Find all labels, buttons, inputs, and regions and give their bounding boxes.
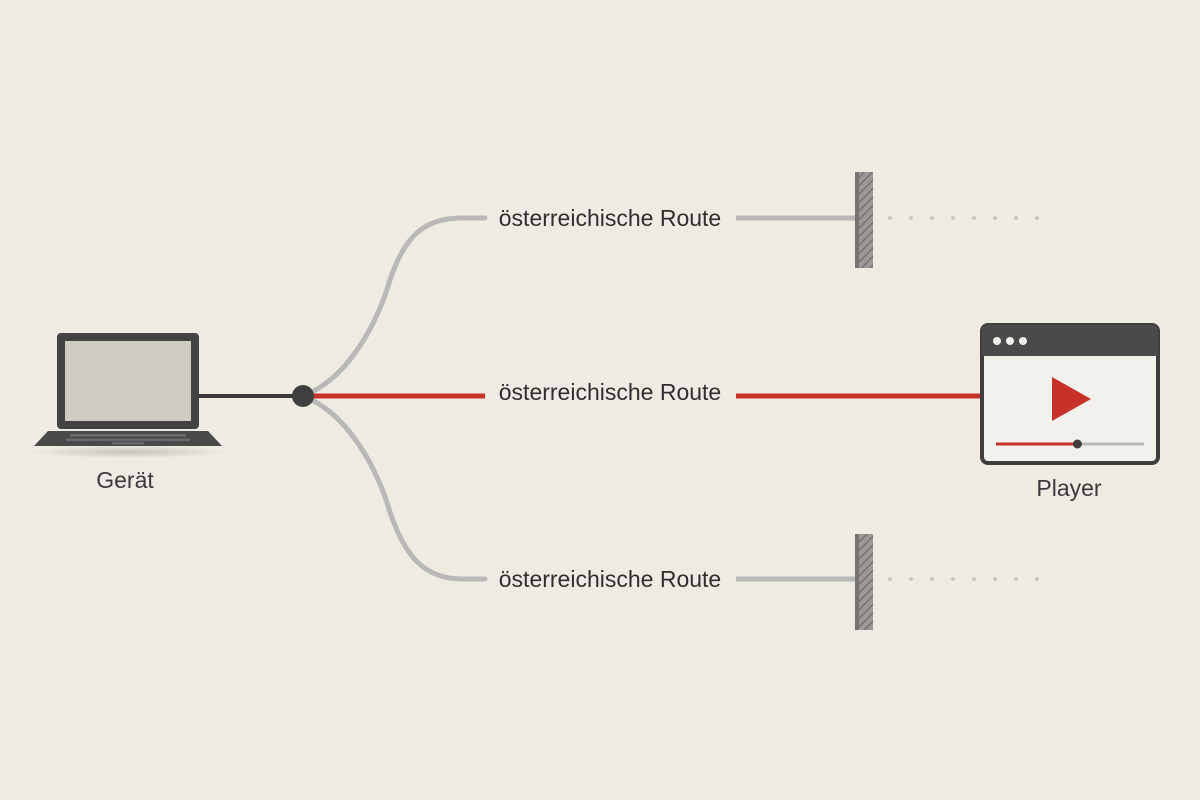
device-label: Gerät [96, 467, 154, 493]
barrier-upper-icon [855, 172, 873, 268]
route-middle: österreichische Route [303, 379, 983, 405]
route-upper: österreichische Route [300, 172, 1039, 399]
play-icon [1052, 377, 1091, 421]
route-lower-path [300, 393, 488, 582]
route-lower: österreichische Route [300, 393, 1039, 630]
window-controls-icon [993, 337, 1027, 345]
route-upper-label: österreichische Route [499, 205, 721, 231]
junction-node [292, 385, 314, 407]
route-middle-label: österreichische Route [499, 379, 721, 405]
barrier-lower-icon [855, 534, 873, 630]
progress-knob [1072, 439, 1082, 449]
route-upper-dots [888, 216, 1039, 220]
player-label: Player [1036, 475, 1102, 501]
laptop-icon [28, 333, 228, 458]
route-lower-label: österreichische Route [499, 566, 721, 592]
video-player-icon [980, 323, 1160, 465]
route-lower-dots [888, 577, 1039, 581]
route-upper-path [300, 215, 488, 399]
